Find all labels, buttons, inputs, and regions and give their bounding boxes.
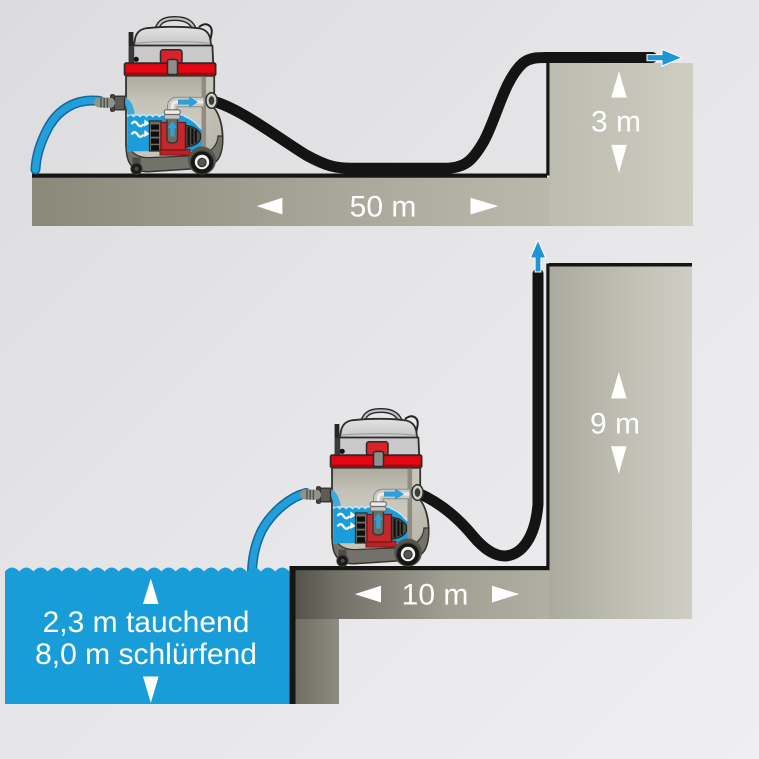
- svg-text:2,3 m tauchend: 2,3 m tauchend: [43, 606, 250, 639]
- svg-text:3 m: 3 m: [591, 106, 641, 139]
- svg-text:10 m: 10 m: [402, 579, 469, 612]
- svg-text:50 m: 50 m: [350, 191, 417, 224]
- svg-text:8,0 m schlürfend: 8,0 m schlürfend: [35, 638, 257, 671]
- svg-text:9 m: 9 m: [590, 408, 640, 441]
